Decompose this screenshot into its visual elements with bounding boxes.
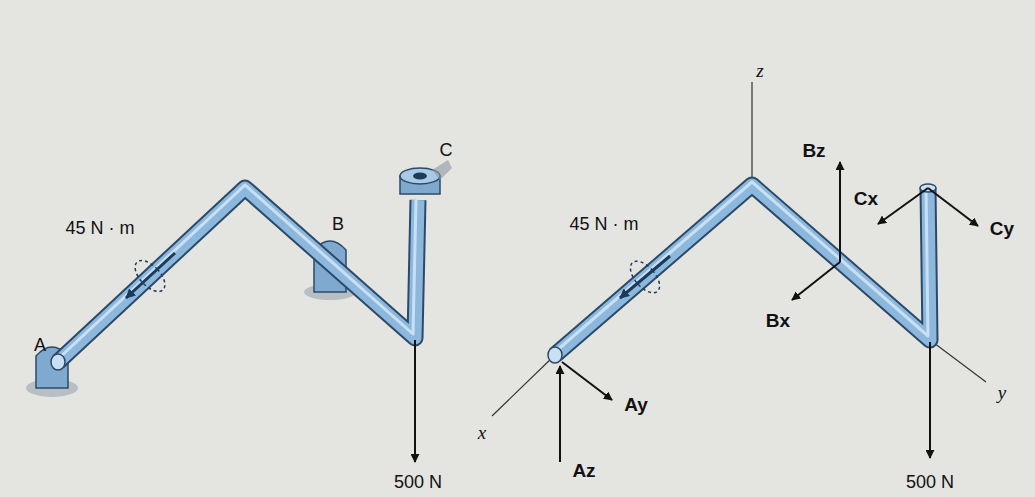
pipe-outline	[58, 188, 418, 362]
z-axis	[751, 82, 752, 185]
support-letter: B	[332, 215, 344, 233]
reaction-symbol: Ay	[624, 395, 648, 414]
moment-value: 45 N · m	[65, 219, 134, 237]
reaction-cy	[928, 188, 978, 226]
axis-letter: y	[998, 383, 1006, 402]
axis-letter: x	[478, 423, 486, 442]
support-shadow	[432, 160, 452, 180]
pipe	[555, 185, 930, 355]
x-axis	[492, 355, 555, 416]
pipe-highlight	[555, 182, 928, 352]
pipe-end	[548, 347, 562, 363]
bearing-c-hole	[413, 173, 427, 180]
reaction-symbol: Cy	[990, 219, 1014, 238]
reaction-symbol: Cx	[854, 189, 878, 208]
reaction-ay	[562, 362, 612, 400]
moment-axis-arrow	[126, 253, 175, 298]
reaction-symbol: Bz	[802, 141, 825, 160]
force-value: 500 N	[906, 473, 954, 491]
moment-axis-arrow	[620, 256, 670, 298]
reaction-symbol: Bx	[766, 311, 790, 330]
pipe	[58, 188, 418, 362]
reaction-az	[559, 366, 561, 462]
reaction-bz	[839, 162, 841, 262]
pipe-highlight	[58, 185, 416, 359]
reaction-bx	[792, 262, 840, 300]
force-arrow	[929, 342, 931, 458]
force-arrow	[414, 340, 416, 462]
pipe-end	[51, 354, 65, 370]
reaction-cx	[878, 188, 928, 224]
support-letter: A	[34, 336, 46, 354]
pipe-outline	[555, 185, 930, 355]
reaction-symbol: Az	[572, 461, 595, 480]
moment-value: 45 N · m	[569, 215, 638, 233]
y-axis	[930, 340, 986, 382]
axis-letter: z	[756, 61, 763, 80]
force-value: 500 N	[394, 473, 442, 491]
support-letter: C	[440, 141, 453, 159]
